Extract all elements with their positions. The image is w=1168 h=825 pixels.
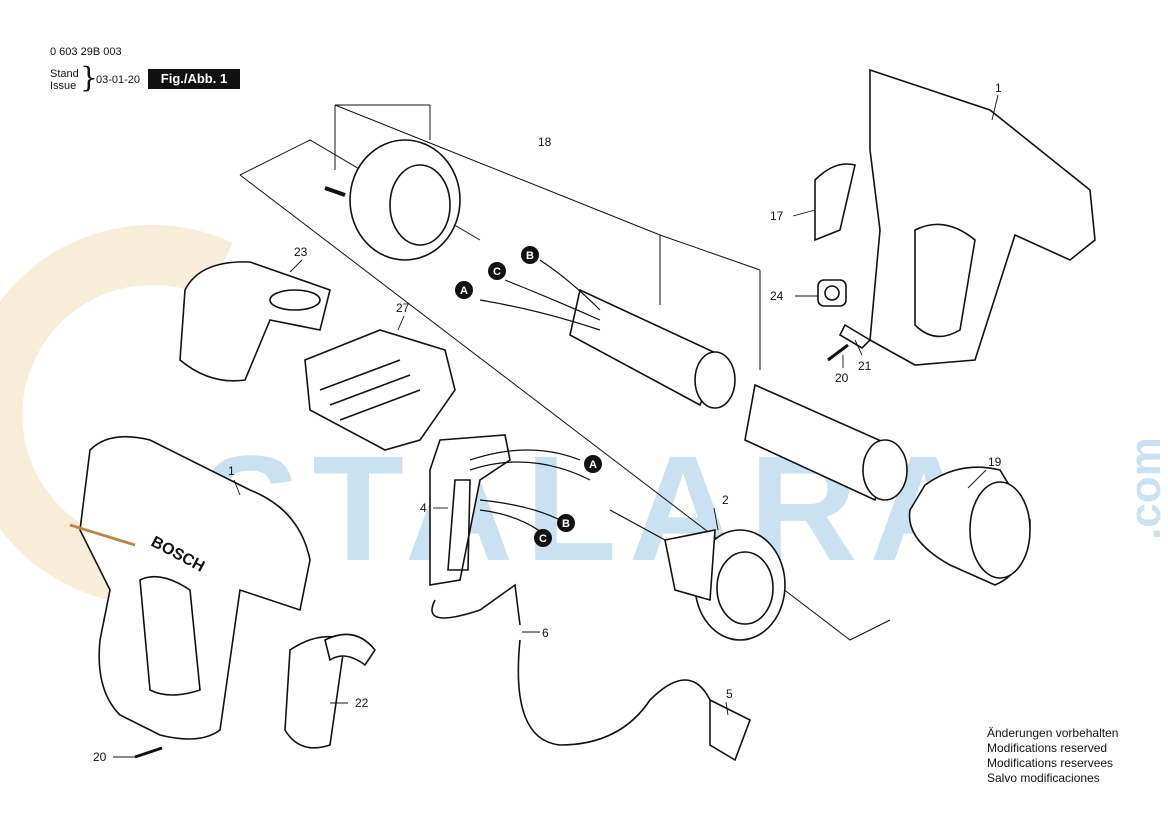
connector-b-bottom-marker xyxy=(557,514,575,532)
part-21-label: 21 xyxy=(858,359,872,373)
connector-c-top-marker xyxy=(488,262,506,280)
connector-a-top-text: A xyxy=(460,285,468,297)
issue-label: Issue xyxy=(50,80,77,92)
motor-fan xyxy=(664,529,786,641)
part-19-label: 19 xyxy=(988,455,1002,469)
housing-left: BOSCH xyxy=(69,435,311,740)
part-numbers: 1 1 2 4 5 6 17 18 19 20 20 21 22 23 24 2… xyxy=(93,81,1002,764)
clip-17 xyxy=(814,163,856,242)
part-5-label: 5 xyxy=(726,687,733,701)
part-20-left-label: 20 xyxy=(93,750,107,764)
part-27-label: 27 xyxy=(396,301,410,315)
part-23-label: 23 xyxy=(294,245,308,259)
connector-a-top-marker xyxy=(455,281,473,299)
brace-icon: } xyxy=(80,61,98,94)
part-1-right-label: 1 xyxy=(995,81,1002,95)
part-4-label: 4 xyxy=(420,501,427,515)
part-20-right-label: 20 xyxy=(835,371,849,385)
stand-label: Stand xyxy=(50,68,79,80)
leader-lines xyxy=(113,94,999,758)
screws-right xyxy=(827,323,872,362)
part-18-label: 18 xyxy=(538,135,552,149)
modification-notes: Änderungen vorbehalten Modifications res… xyxy=(987,726,1118,786)
bush-24 xyxy=(817,279,847,307)
assembly-frame xyxy=(239,104,891,641)
connector-b-top-text: B xyxy=(526,250,534,262)
heating-tube xyxy=(569,288,908,502)
connector-c-bottom-text: C xyxy=(539,533,547,545)
note-german: Änderungen vorbehalten xyxy=(987,726,1119,740)
issue-date: 03-01-20 xyxy=(96,74,141,86)
connector-c-bottom-marker xyxy=(534,529,552,547)
nozzle-shroud xyxy=(179,261,331,382)
connector-markers: A C B A B C xyxy=(455,246,602,547)
heating-cap xyxy=(324,139,461,261)
connector-a-bottom-marker xyxy=(584,455,602,473)
document-number: 0 603 29B 003 xyxy=(50,46,122,58)
note-english: Modifications reserved xyxy=(987,741,1108,755)
connector-b-top-marker xyxy=(521,246,539,264)
part-24-label: 24 xyxy=(770,289,784,303)
part-17-label: 17 xyxy=(770,209,784,223)
part-22-label: 22 xyxy=(355,696,369,710)
connector-b-bottom-text: B xyxy=(562,518,570,530)
handle-cover xyxy=(284,633,376,749)
part-6-label: 6 xyxy=(542,626,549,640)
switch-board xyxy=(429,434,511,586)
housing-right xyxy=(869,68,1096,366)
watermark-suffix: .com xyxy=(1121,437,1168,540)
power-cable xyxy=(431,583,752,762)
part-2-label: 2 xyxy=(722,493,729,507)
end-nozzle xyxy=(908,466,1031,586)
screw-left xyxy=(134,746,163,759)
connector-a-bottom-text: A xyxy=(589,459,597,471)
connector-c-top-text: C xyxy=(493,266,501,278)
note-french: Modifications reservees xyxy=(987,756,1114,770)
part-1-left-label: 1 xyxy=(228,464,235,478)
figure-label: Fig./Abb. 1 xyxy=(148,69,240,89)
inner-shroud xyxy=(304,329,456,451)
note-spanish: Salvo modificaciones xyxy=(987,771,1100,785)
